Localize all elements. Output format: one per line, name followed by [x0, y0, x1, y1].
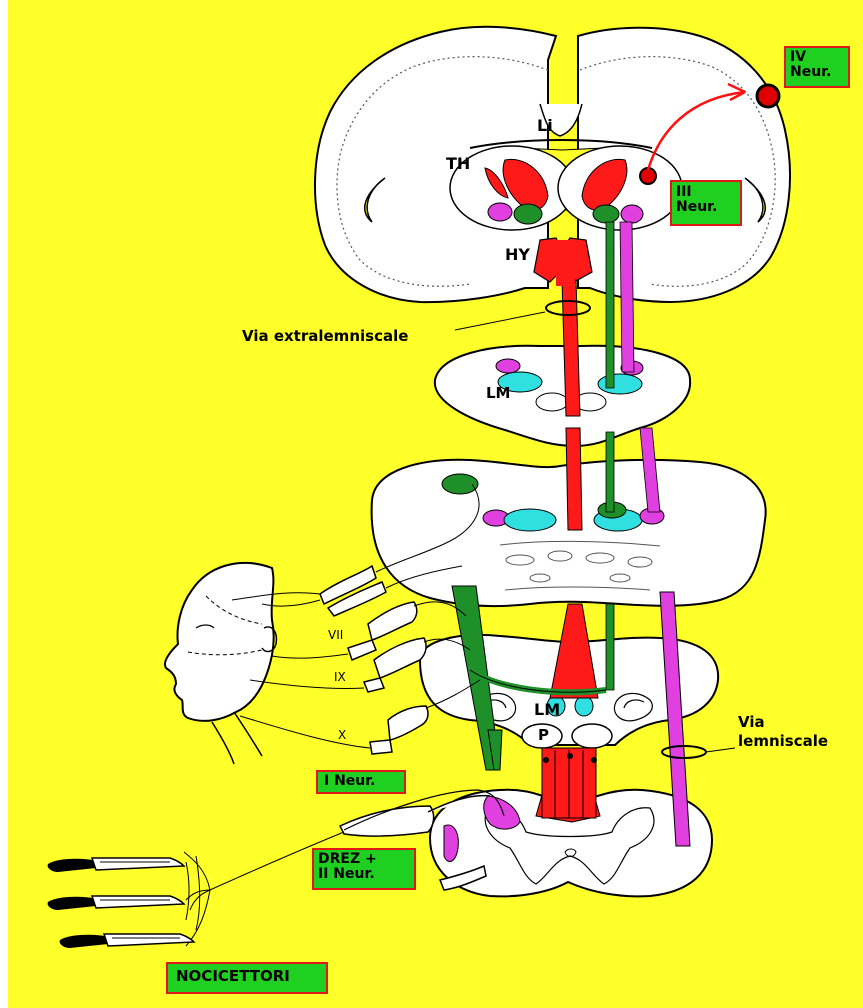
label-medial-lemniscus-lower: LM — [534, 700, 560, 719]
extralemniscal-red-tract-mid — [566, 428, 582, 530]
label-via-lemniscale-line2: lemniscale — [738, 732, 828, 750]
midbrain-aqueduct-left — [536, 393, 568, 411]
label-via-extralemniscale: Via extralemniscale — [242, 327, 408, 345]
spinal-magenta-lateral — [444, 825, 458, 862]
pons-cyan-left — [504, 509, 556, 531]
knife-icon-3 — [60, 934, 194, 948]
lemniscal-magenta-tract-upper — [620, 222, 634, 372]
box-drez-second-neuron: DREZ + II Neur. — [312, 848, 416, 890]
green-tract-mid — [606, 432, 614, 512]
box-nociceptors: NOCICETTORI — [166, 962, 328, 994]
label-thalamus: TH — [446, 154, 470, 173]
via-extralemniscale-leader — [455, 312, 545, 330]
fourth-neuron-dot — [757, 85, 779, 107]
cranial-nerve-trigeminal — [320, 566, 386, 616]
head-profile — [165, 563, 274, 721]
label-medial-lemniscus-upper: LM — [486, 384, 511, 402]
pyramid-right — [572, 724, 612, 748]
box-fourth-neuron: IV Neur. — [784, 46, 850, 88]
box-nociceptors-text: NOCICETTORI — [176, 967, 290, 985]
label-limbic: Li — [537, 116, 553, 135]
box-third-neuron: III Neur. — [670, 180, 742, 226]
box-drez-line1: DREZ + — [318, 852, 410, 867]
box-first-neuron-text: I Neur. — [324, 773, 376, 789]
label-cranial-nerve-x: X — [338, 728, 346, 742]
thalamus-green-right — [593, 205, 619, 223]
label-cranial-nerve-vii: VII — [328, 628, 343, 642]
via-lemniscale-leader — [706, 748, 735, 752]
box-fourth-neuron-line2: Neur. — [790, 65, 844, 80]
midbrain-cyan-right — [598, 374, 642, 394]
thalamus-magenta-left — [488, 203, 512, 221]
medulla-cyan-right — [575, 696, 593, 716]
box-drez-line2: II Neur. — [318, 867, 410, 882]
green-tract-lower — [606, 604, 614, 690]
label-hypothalamus: HY — [505, 245, 530, 264]
label-via-lemniscale-line1: Via — [738, 713, 765, 731]
label-pyramid: P — [538, 726, 549, 744]
thalamus-magenta-right — [621, 205, 643, 223]
knife-icon-2 — [48, 896, 184, 910]
box-fourth-neuron-line1: IV — [790, 50, 844, 65]
box-third-neuron-line2: Neur. — [676, 200, 736, 215]
green-tract-upper — [606, 222, 614, 388]
thalamus-green-left — [514, 204, 542, 224]
midbrain-magenta — [496, 359, 520, 373]
label-cranial-nerve-ix: IX — [334, 670, 346, 684]
box-third-neuron-line1: III — [676, 185, 736, 200]
third-neuron-dot — [640, 168, 656, 184]
knife-icon-1 — [48, 858, 184, 872]
cranial-nerve-x — [370, 706, 428, 754]
box-first-neuron: I Neur. — [316, 770, 406, 794]
